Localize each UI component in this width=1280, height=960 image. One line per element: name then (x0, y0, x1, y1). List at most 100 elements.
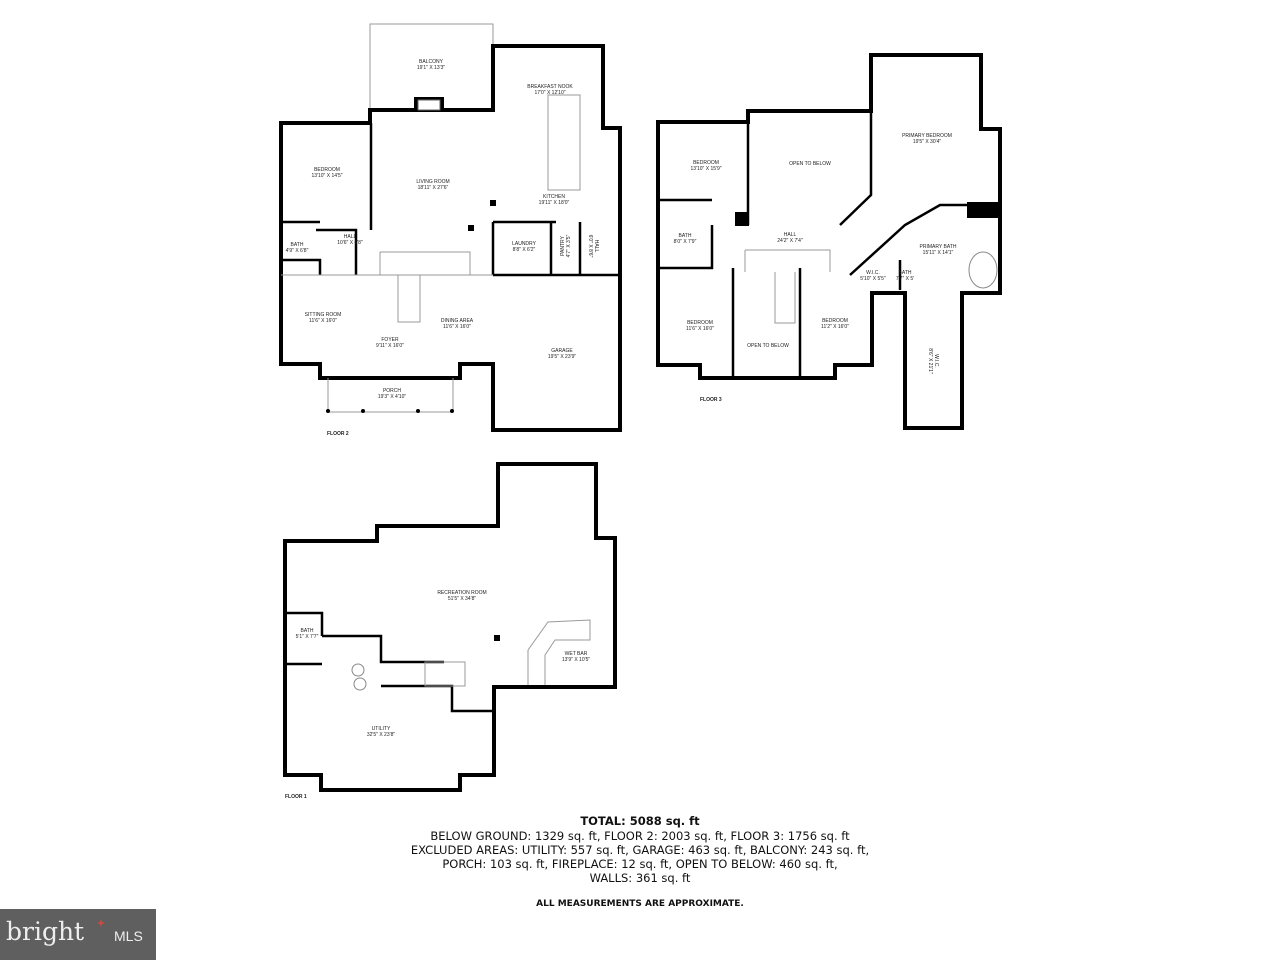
bright-mls-logo: bright MLS (0, 909, 156, 960)
room-dims: 13'10" X 14'5" (311, 173, 343, 179)
floor1-interior-walls (283, 611, 494, 713)
logo-suffix: MLS (114, 928, 143, 944)
room-name: PRIMARY BATH (919, 244, 957, 250)
floor1-plan (283, 462, 617, 792)
walls-area-line: WALLS: 361 sq. ft (589, 871, 691, 885)
room-name: GARAGE (551, 348, 573, 354)
room-name: W.I.C. (866, 270, 880, 276)
room-dims: 13'9" X 10'5" (561, 657, 591, 663)
room-name: LIVING ROOM (416, 179, 450, 185)
room-dims: 19'11" X 18'0" (538, 200, 570, 206)
floor2-interior-walls (281, 123, 620, 277)
floor3-title: FLOOR 3 (700, 397, 722, 403)
floor2-plan (279, 23, 622, 432)
logo-wordmark: bright (6, 917, 85, 946)
room-dims: 11'2" X 16'0" (821, 324, 849, 330)
room-name: OPEN TO BELOW (747, 343, 789, 349)
porch-post (450, 409, 454, 413)
room-name: BATH (300, 628, 314, 634)
floor1-title: FLOOR 1 (285, 794, 307, 800)
porch-post (416, 409, 420, 413)
room-dims: 24'2" X 7'4" (777, 238, 803, 244)
room-dims: 18'11" X 27'6" (417, 185, 449, 191)
room-dims: 19'5" X 30'4" (912, 139, 942, 145)
room-name: WET BAR (564, 651, 588, 657)
porch-post (326, 409, 330, 413)
bathtub (968, 251, 998, 289)
excluded-areas-line: PORCH: 103 sq. ft, FIREPLACE: 12 sq. ft,… (442, 857, 838, 871)
room-name: BEDROOM (822, 318, 848, 324)
room-dims: 13'10" X 15'9" (690, 166, 722, 172)
column (490, 200, 496, 206)
room-dims: 19'5" X 23'9" (547, 354, 577, 360)
fireplace-hearth (417, 99, 441, 111)
room-dims: 7'7" X 5' (895, 276, 915, 282)
room-name: BEDROOM (314, 167, 340, 173)
column (494, 635, 500, 641)
room-name: HALL (593, 239, 599, 253)
room-name: BREAKFAST NOOK (527, 84, 573, 90)
room-name: UTILITY (371, 726, 391, 732)
room-label-open-to-below-2: OPEN TO BELOW (747, 343, 789, 349)
chase (967, 202, 1000, 218)
room-label-wic-2: W.I.C.8'6" X 21'1" (927, 348, 939, 373)
room-name: KITCHEN (543, 194, 565, 200)
water-heater (351, 663, 365, 677)
column (468, 225, 474, 231)
room-dims: 15'11" X 14'1" (922, 250, 954, 256)
room-dims: 19'1" X 13'3" (416, 65, 446, 71)
floor1-fixtures (424, 619, 591, 687)
floor3-plan (656, 53, 1002, 430)
room-name: LAUNDRY (512, 241, 536, 247)
room-dims: 32'5" X 23'8" (366, 732, 396, 738)
star-icon (97, 919, 105, 927)
room-name: DINING AREA (440, 318, 474, 324)
floor3-interior-walls (658, 111, 1000, 378)
room-dims: 6'0" X 8'6" (587, 234, 593, 258)
floor2-exterior-wall (279, 44, 622, 432)
approximate-note: ALL MEASUREMENTS ARE APPROXIMATE. (536, 899, 744, 909)
room-dims: 51'5" X 34'8" (447, 596, 477, 602)
porch-post (361, 409, 365, 413)
room-dims: 8'8" X 6'2" (512, 247, 536, 253)
room-dims: 5'10" X 5'5" (860, 276, 886, 282)
room-name: BEDROOM (693, 160, 719, 166)
room-name: HALL (343, 234, 357, 240)
room-label-wic: W.I.C.5'10" X 5'5" (860, 270, 885, 282)
room-dims: 19'3" X 4'10" (377, 394, 407, 400)
room-name: BATH (898, 270, 912, 276)
floor1-exterior-wall (283, 462, 617, 792)
chase (735, 212, 749, 226)
excluded-areas-line: EXCLUDED AREAS: UTILITY: 557 sq. ft, GAR… (410, 843, 870, 857)
room-name: BALCONY (419, 59, 443, 65)
area-breakdown-line: BELOW GROUND: 1329 sq. ft, FLOOR 2: 2003… (430, 829, 850, 843)
room-name: SITTING ROOM (304, 312, 342, 318)
room-name: FOYER (381, 337, 399, 343)
room-label-open-to-below: OPEN TO BELOW (789, 161, 831, 167)
room-dims: 17'0" X 12'10" (534, 90, 566, 96)
room-dims: 8'6" X 21'1" (927, 348, 933, 374)
